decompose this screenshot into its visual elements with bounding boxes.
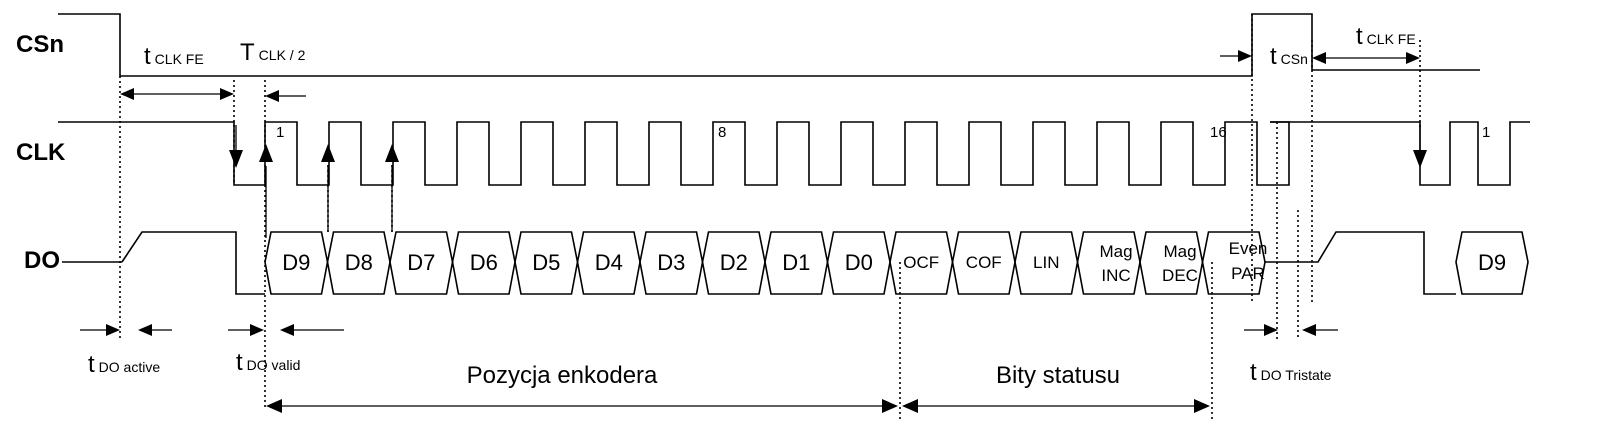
mag-inc-line1: Mag bbox=[1099, 242, 1132, 261]
signal-label-clk: CLK bbox=[16, 139, 66, 166]
do-bit-d3: D3 bbox=[657, 250, 685, 275]
reference-lines bbox=[119, 14, 1421, 420]
do-waveform: D9 D8 D7 D6 D5 D4 D3 D2 D1 D0 OCF COF LIN bbox=[62, 231, 1529, 295]
clock-mark-16: 16 bbox=[1210, 124, 1227, 141]
do-bit-d7: D7 bbox=[407, 250, 435, 275]
do-bit-d1: D1 bbox=[782, 250, 810, 275]
even-par-line1: Even bbox=[1229, 239, 1268, 258]
do-bit-d5: D5 bbox=[532, 250, 560, 275]
edge-arrows bbox=[229, 125, 1427, 238]
mag-inc-line2: INC bbox=[1101, 266, 1130, 285]
range-label-status-bits: Bity statusu bbox=[996, 362, 1120, 389]
do-bit-d2: D2 bbox=[720, 250, 748, 275]
clock-mark-1-next: 1 bbox=[1482, 124, 1490, 141]
status-bit-ocf: OCF bbox=[903, 253, 939, 272]
do-bit-d6: D6 bbox=[470, 250, 498, 275]
clock-mark-1: 1 bbox=[276, 124, 284, 141]
mag-dec-line1: Mag bbox=[1163, 242, 1196, 261]
clock-mark-8: 8 bbox=[718, 124, 726, 141]
signal-label-do: DO bbox=[24, 247, 60, 274]
do-bit-d4: D4 bbox=[595, 250, 623, 275]
status-bit-cof: COF bbox=[966, 253, 1002, 272]
mag-dec-line2: DEC bbox=[1162, 266, 1198, 285]
do-bit-d8: D8 bbox=[345, 250, 373, 275]
signal-label-csn: CSn bbox=[16, 31, 64, 58]
range-label-encoder-position: Pozycja enkodera bbox=[467, 362, 658, 389]
timing-arrows bbox=[80, 50, 1420, 413]
status-bit-lin: LIN bbox=[1033, 253, 1059, 272]
do-bit-d9: D9 bbox=[282, 250, 310, 275]
csn-waveform bbox=[58, 13, 1480, 77]
do-bit-next-d9: D9 bbox=[1478, 250, 1506, 275]
even-par-line2: PAR bbox=[1231, 264, 1265, 283]
do-bit-d0: D0 bbox=[845, 250, 873, 275]
